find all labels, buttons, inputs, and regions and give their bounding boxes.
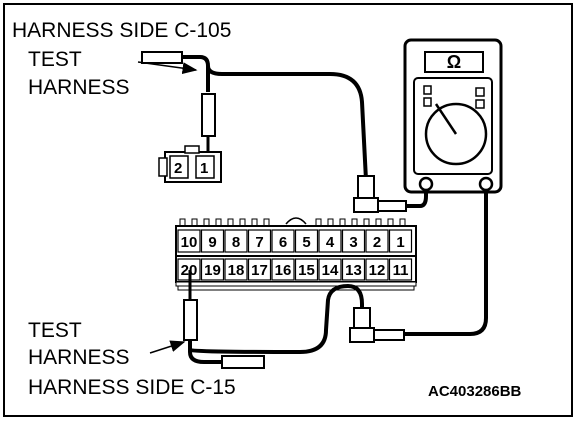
pin-label: 6 [279, 234, 287, 251]
pin-label: 10 [181, 234, 198, 251]
small-connector-c105: 2 1 [158, 145, 222, 183]
bottom-test-harness [183, 270, 364, 369]
small-pin-1: 1 [200, 160, 208, 177]
meter-right-lead [404, 190, 488, 336]
pin-label: 19 [204, 262, 221, 279]
ohm-symbol: Ω [447, 52, 461, 72]
pin-label: 15 [298, 262, 315, 279]
test-harness-top-line2: HARNESS [28, 76, 130, 99]
harness-side-bottom-label: HARNESS SIDE C-15 [28, 376, 236, 399]
pin-label: 2 [373, 234, 381, 251]
figure-border [3, 3, 573, 417]
test-harness-top-line1: TEST [28, 48, 82, 71]
pin-label: 18 [228, 262, 245, 279]
test-harness-bottom-line2: HARNESS [28, 346, 130, 369]
pin-label: 11 [393, 262, 409, 279]
pin-label: 12 [369, 262, 386, 279]
ohmmeter-icon: Ω [403, 38, 503, 194]
pin-label: 13 [345, 262, 362, 279]
test-harness-bottom-line1: TEST [28, 319, 82, 342]
small-pin-2: 2 [174, 160, 182, 177]
pin-label: 4 [326, 234, 335, 251]
pin-label: 14 [322, 262, 339, 279]
top-test-harness [141, 51, 368, 181]
meter-probe-bottom [349, 307, 405, 343]
pin-label: 9 [208, 234, 216, 251]
figure-code: AC403286BB [428, 383, 522, 400]
pin-label: 17 [251, 262, 268, 279]
bottom-label-leader-arrow [149, 340, 186, 354]
large-connector-c15: 10 9 8 7 6 5 4 3 2 1 20 19 18 17 16 15 1… [175, 217, 417, 291]
pin-label: 7 [255, 234, 263, 251]
pin-label: 5 [302, 234, 310, 251]
meter-probe-top [353, 175, 428, 213]
test-probe-icon [141, 51, 183, 64]
pin-label: 16 [275, 262, 292, 279]
harness-side-top-label: HARNESS SIDE C-105 [12, 19, 231, 42]
pin-label: 8 [232, 234, 240, 251]
pin-label: 1 [396, 234, 404, 251]
pin-label: 3 [349, 234, 357, 251]
